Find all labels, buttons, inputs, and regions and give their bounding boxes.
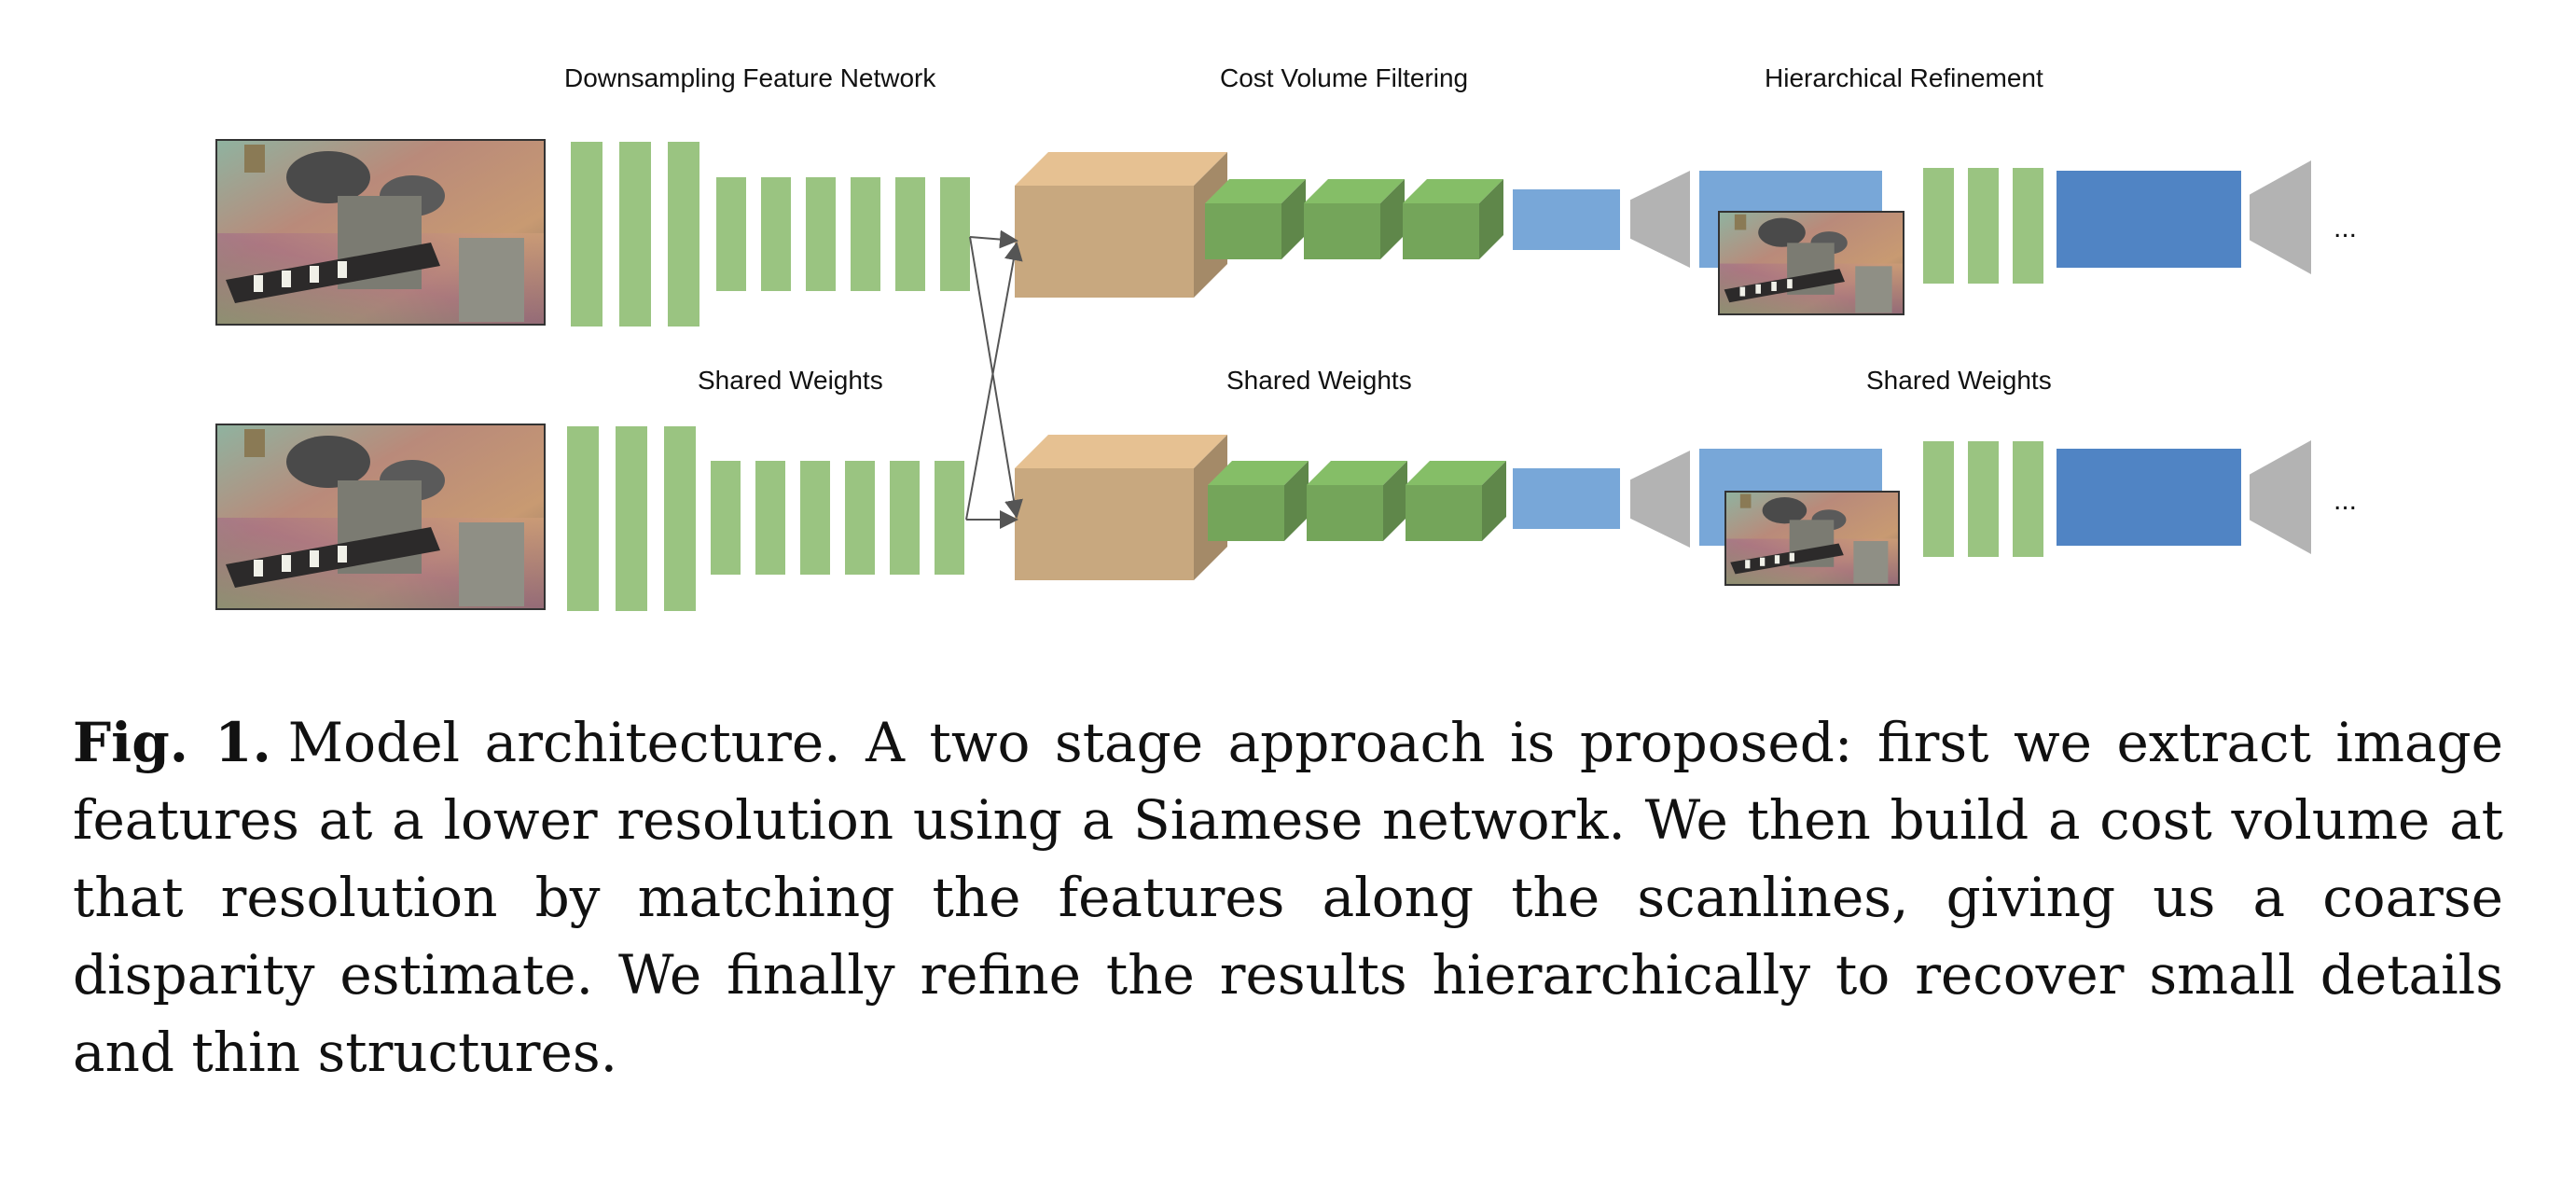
feature-layer: [711, 461, 741, 575]
feature-arrow: [969, 229, 1018, 249]
caption-text: Model architecture. A two stage approach…: [73, 711, 2503, 1084]
cost-filter-block-side: [1281, 179, 1306, 259]
upsample-block: [2250, 160, 2311, 274]
upsample-block: [1630, 171, 1690, 268]
refine-layer: [2013, 441, 2043, 557]
cost-filter-block-top: [1304, 179, 1405, 203]
feature-layer: [716, 177, 746, 291]
shared-weights-label: Shared Weights: [1866, 366, 2052, 395]
feature-layer: [800, 461, 830, 575]
cost-filter-block-side: [1380, 179, 1405, 259]
feature-layer: [806, 177, 836, 291]
cost-filter-block-top: [1403, 179, 1503, 203]
feature-layer-tall: [668, 142, 699, 327]
upsample-block: [2250, 440, 2311, 554]
refine-layer: [1923, 168, 1954, 284]
shared-weights-label: Shared Weights: [1226, 366, 1412, 395]
refine-layer: [2013, 168, 2043, 284]
figure-caption: Fig. 1.Model architecture. A two stage a…: [73, 704, 2503, 1091]
feature-layer: [845, 461, 875, 575]
cost-filter-block-side: [1284, 461, 1309, 541]
architecture-diagram: [215, 139, 2311, 611]
feature-layer: [755, 461, 785, 575]
feature-layer: [940, 177, 970, 291]
cost-volume-front: [1015, 186, 1194, 298]
cost-filter-block-front: [1307, 485, 1383, 541]
cost-filter-block-side: [1482, 461, 1506, 541]
refined-disparity: [2057, 171, 2241, 268]
feature-layer: [890, 461, 920, 575]
guidance-image-left: [1719, 212, 1904, 314]
cost-filter-block-front: [1403, 203, 1479, 259]
refine-layer: [1923, 441, 1954, 557]
feature-layer: [935, 461, 964, 575]
feature-layer: [761, 177, 791, 291]
cost-filter-block-front: [1406, 485, 1482, 541]
guidance-image-left-border: [1718, 211, 1904, 315]
feature-arrow: [969, 236, 1023, 519]
cost-volume-front: [1015, 468, 1194, 580]
cost-filter-block-side: [1383, 461, 1407, 541]
feature-layer: [895, 177, 925, 291]
continuation-ellipsis: ...: [2334, 213, 2358, 243]
feature-arrow: [965, 242, 1023, 521]
cost-filter-block-front: [1304, 203, 1380, 259]
input-image-right-border: [215, 424, 546, 610]
feature-layer: [851, 177, 880, 291]
feature-layer-tall: [619, 142, 651, 327]
cost-volume-filtering-title: Cost Volume Filtering: [1220, 63, 1469, 92]
feature-layer-tall: [571, 142, 602, 327]
cost-filter-block-top: [1208, 461, 1309, 485]
figure-number: Fig. 1.: [73, 711, 271, 774]
feature-layer-tall: [616, 426, 647, 611]
input-image-right: [216, 424, 545, 609]
cost-filter-block-front: [1208, 485, 1284, 541]
downsampling-network-title: Downsampling Feature Network: [564, 63, 936, 92]
disparity-estimate: [1513, 468, 1620, 529]
input-image-left-border: [215, 139, 546, 326]
refined-disparity: [2057, 449, 2241, 546]
cost-volume-top: [1015, 152, 1227, 186]
guidance-image-right-border: [1724, 491, 1900, 586]
cost-filter-block-top: [1205, 179, 1306, 203]
input-image-left: [216, 140, 545, 325]
disparity-estimate: [1513, 189, 1620, 250]
continuation-ellipsis: ...: [2334, 485, 2358, 516]
shared-weights-label: Shared Weights: [698, 366, 883, 395]
feature-layer-tall: [664, 426, 696, 611]
hierarchical-refinement-title: Hierarchical Refinement: [1765, 63, 2043, 92]
feature-layer-tall: [567, 426, 599, 611]
upsample-block: [1630, 451, 1690, 548]
cost-filter-block-top: [1406, 461, 1506, 485]
refine-layer: [1968, 168, 1999, 284]
cost-filter-block-top: [1307, 461, 1407, 485]
cost-volume-top: [1015, 435, 1227, 468]
cost-filter-block-front: [1205, 203, 1281, 259]
architecture-figure: Downsampling Feature Network Cost Volume…: [215, 63, 2358, 611]
guidance-image-right: [1725, 492, 1899, 585]
refine-layer: [1968, 441, 1999, 557]
cost-filter-block-side: [1479, 179, 1503, 259]
